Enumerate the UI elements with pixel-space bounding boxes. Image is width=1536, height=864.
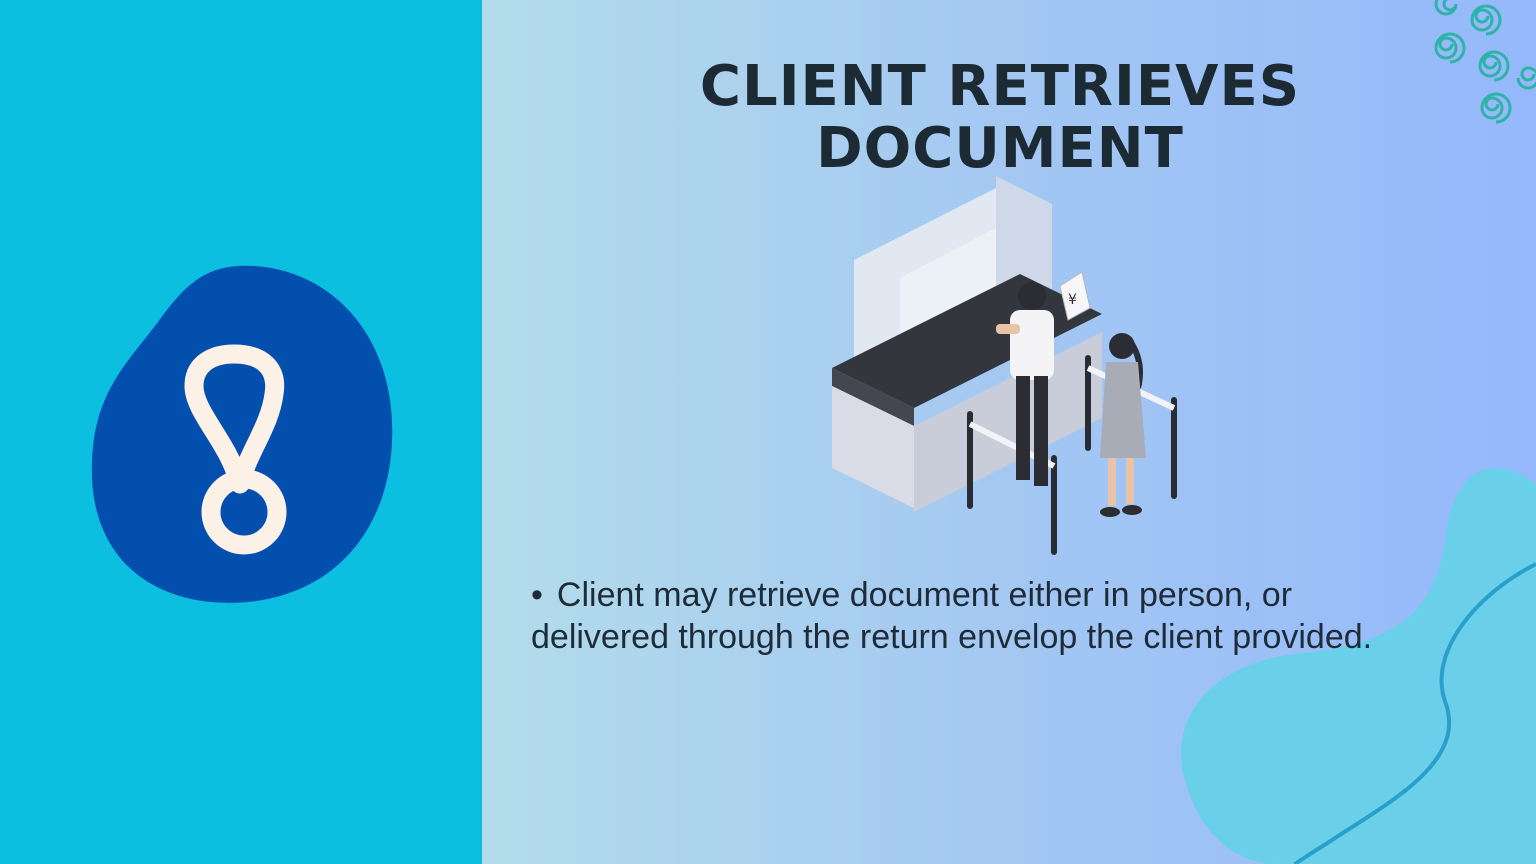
step-number-text: 8 (88, 262, 89, 263)
blob-badge-icon (91, 265, 393, 603)
step-number-glyph: 8 (88, 262, 287, 555)
bullet-line-1: Client may retrieve document either in p… (556, 576, 1293, 614)
page-title: Client Retrieves Document (620, 53, 1380, 181)
title-line-1: Client Retrieves (699, 53, 1301, 119)
bullet-point: • Client may retrieve document either in … (531, 574, 1521, 658)
bullet-dot: • (531, 576, 543, 614)
bullet-line-2: delivered through the return envelop the… (531, 618, 1373, 656)
price-sign-symbol: ¥ (1068, 292, 1077, 308)
spiral-swirl-icon (1434, 0, 1536, 124)
corner-blob-decoration (1180, 468, 1536, 864)
service-counter-illustration: ¥ (832, 176, 1177, 555)
title-line-2: Document (816, 115, 1184, 181)
